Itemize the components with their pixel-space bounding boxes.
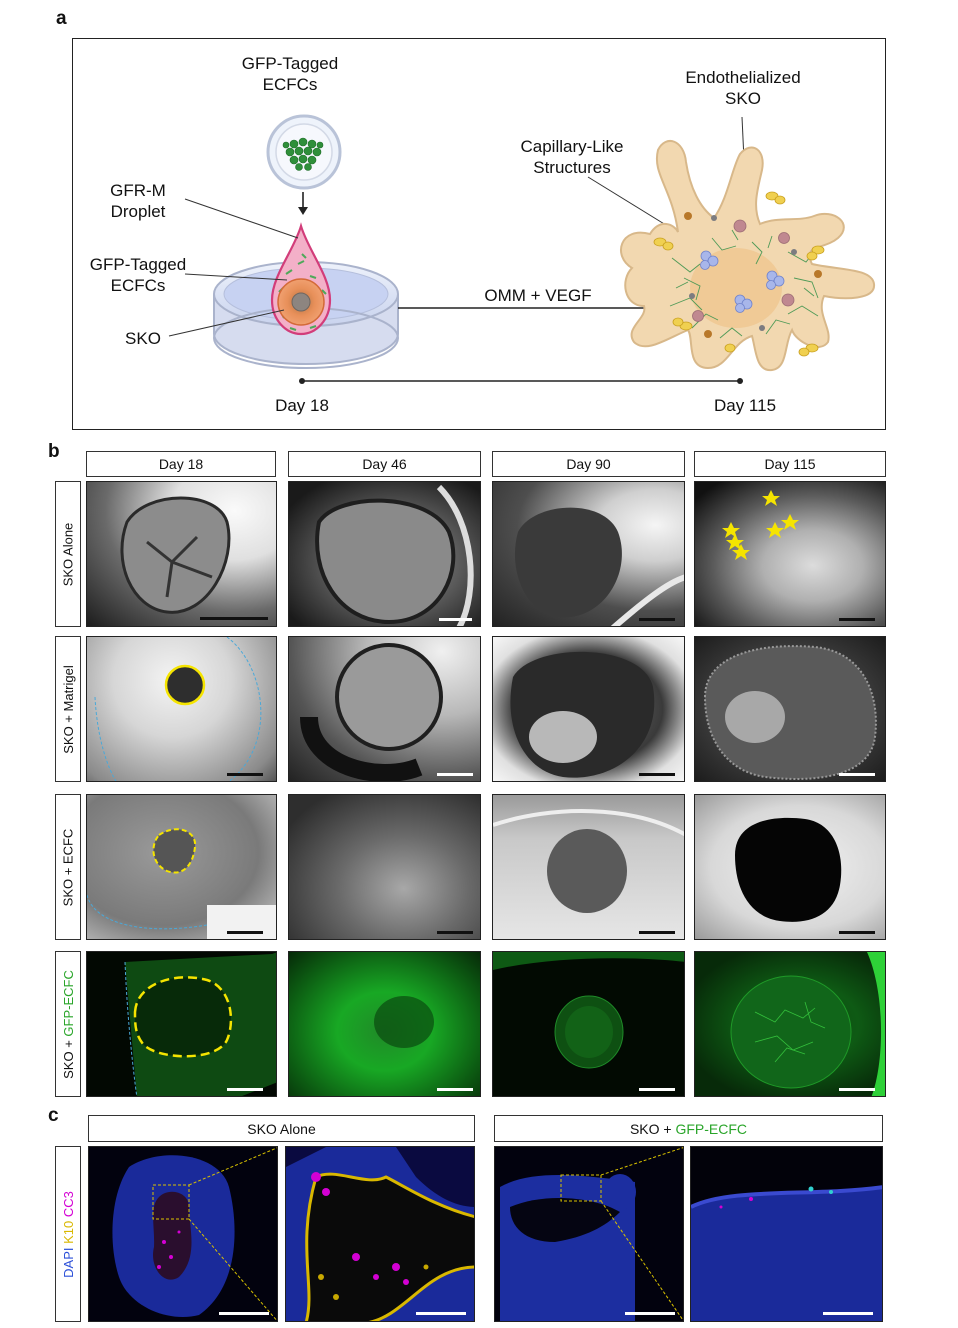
micrograph-sko-gfp-ecfc-day-115 xyxy=(694,951,886,1097)
micrograph-sko-gfp-ecfc-day-18 xyxy=(86,951,277,1097)
row-header-sko-matrigel: SKO + Matrigel xyxy=(55,636,81,782)
micrograph-sko-matrigel-day-90 xyxy=(492,636,685,782)
label-omm-vegf: OMM + VEGF xyxy=(484,286,592,305)
fluorescence-sko-alone-overview xyxy=(88,1146,278,1322)
panel-c-letter: c xyxy=(48,1105,59,1126)
ecfc-dish-icon xyxy=(266,114,342,190)
row-header-sko-alone: SKO Alone xyxy=(55,481,81,627)
micrograph-sko-gfp-ecfc-day-46 xyxy=(288,951,481,1097)
column-header-day-90: Day 90 xyxy=(492,451,685,477)
label-day-115: Day 115 xyxy=(713,396,777,415)
micrograph-sko-ecfc-day-18 xyxy=(86,794,277,940)
micrograph-sko-ecfc-day-46 xyxy=(288,794,481,940)
endothelialized-sko-icon xyxy=(620,139,875,372)
fluorescence-sko-gfp-ecfc-zoom xyxy=(690,1146,883,1322)
schematic-diagram xyxy=(168,114,875,384)
header-sko-alone: SKO Alone xyxy=(88,1115,475,1142)
micrograph-sko-matrigel-day-18 xyxy=(86,636,277,782)
micrograph-sko-ecfc-day-115 xyxy=(694,794,886,940)
micrograph-sko-ecfc-day-90 xyxy=(492,794,685,940)
label-sko: SKO xyxy=(125,329,161,348)
micrograph-sko-alone-day-90 xyxy=(492,481,685,627)
panel-a-letter: a xyxy=(56,8,67,29)
row-header-sko-ecfc: SKO + ECFC xyxy=(55,794,81,940)
panel-a-frame xyxy=(72,38,886,430)
header-sko-gfp-ecfc: SKO + GFP-ECFC xyxy=(494,1115,883,1142)
row-header-sko-gfp-ecfc: SKO + GFP-ECFC xyxy=(55,951,81,1097)
micrograph-sko-alone-day-18 xyxy=(86,481,277,627)
column-header-day-115: Day 115 xyxy=(694,451,886,477)
column-header-day-46: Day 46 xyxy=(288,451,481,477)
micrograph-sko-matrigel-day-46 xyxy=(288,636,481,782)
micrograph-sko-alone-day-115 xyxy=(694,481,886,627)
stain-label: DAPI K10 CC3 xyxy=(55,1146,81,1322)
micrograph-sko-matrigel-day-115 xyxy=(694,636,886,782)
column-header-day-18: Day 18 xyxy=(86,451,276,477)
fluorescence-sko-alone-zoom xyxy=(285,1146,475,1322)
panel-b-letter: b xyxy=(48,441,60,462)
micrograph-sko-alone-day-46 xyxy=(288,481,481,627)
gfr-m-droplet-icon xyxy=(270,222,332,336)
fluorescence-sko-gfp-ecfc-overview xyxy=(494,1146,684,1322)
micrograph-sko-gfp-ecfc-day-90 xyxy=(492,951,685,1097)
label-day-18: Day 18 xyxy=(275,396,329,415)
